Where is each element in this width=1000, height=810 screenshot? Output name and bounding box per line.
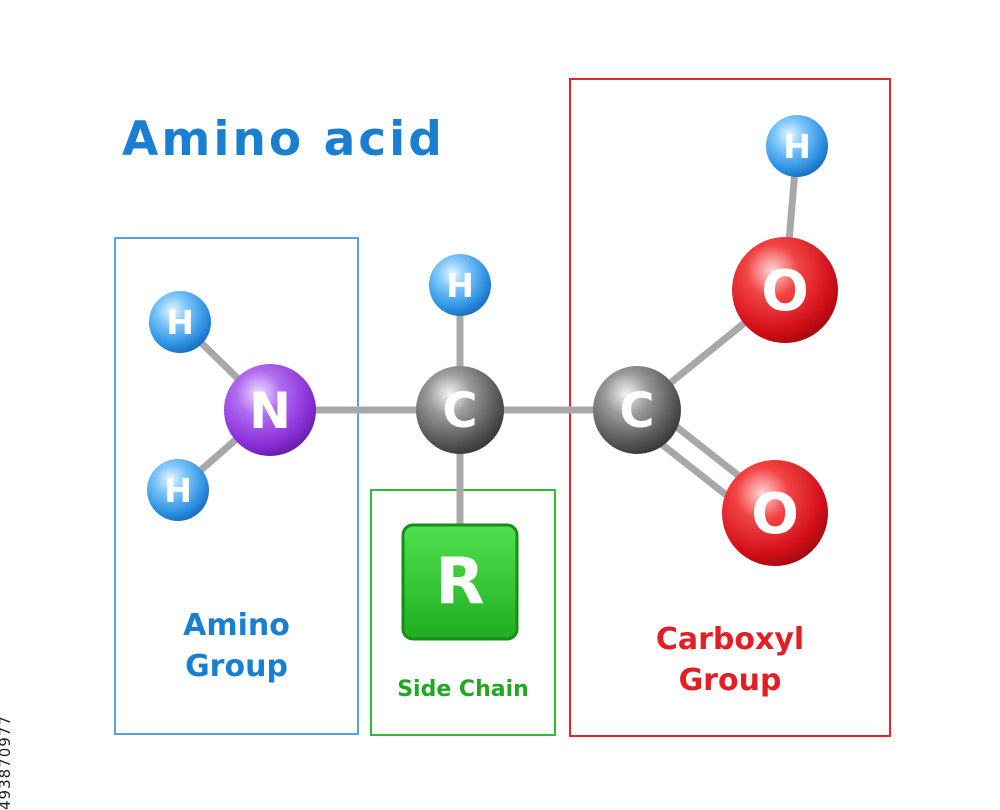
amino-group-label-line2: Group [185,648,288,684]
stock-id-text: 493870977 [0,715,14,810]
carbon-atom-icon [416,366,504,454]
hydrogen-atom-icon [766,115,828,177]
oxygen-atom-icon [722,460,828,566]
hydrogen-atom-icon [147,459,209,521]
side-chain-r: R [401,523,519,641]
atom-label: C [442,383,477,439]
atom-label: N [249,382,291,440]
atom-h-hydroxyl: H [766,115,828,177]
carboxyl-group-label-line1: Carboxyl [655,622,805,657]
atom-label: H [446,266,474,305]
atom-o-hydroxyl: O [732,237,838,343]
atom-n: N [224,364,316,456]
oxygen-atom-icon [732,237,838,343]
carboxyl-group-label: Carboxyl Group [569,620,891,701]
side-chain-label: Side Chain [397,677,529,702]
atom-label: O [761,259,809,324]
hydrogen-atom-icon [429,254,491,316]
hydrogen-atom-icon [149,291,211,353]
atom-h-amino-bottom: H [147,459,209,521]
atom-label: O [751,482,799,547]
carboxyl-group-label-line2: Group [678,662,782,698]
atom-label: H [166,303,194,342]
amino-group-label-line1: Amino [183,608,290,643]
nitrogen-atom-icon [224,364,316,456]
amino-group-label: Amino Group [114,606,359,687]
carbon-atom-icon [593,366,681,454]
atom-c-alpha: C [416,366,504,454]
atom-c-carboxyl: C [593,366,681,454]
atom-label: R [435,545,484,619]
atom-o-carbonyl: O [722,460,828,566]
atom-label: H [783,127,811,166]
r-group-icon [401,523,519,641]
diagram-title: Amino acid [122,112,445,167]
atom-h-alpha: H [429,254,491,316]
atom-label: C [619,383,654,439]
amino-group-box [114,237,359,735]
atom-h-amino-top: H [149,291,211,353]
atom-label: H [164,471,192,510]
